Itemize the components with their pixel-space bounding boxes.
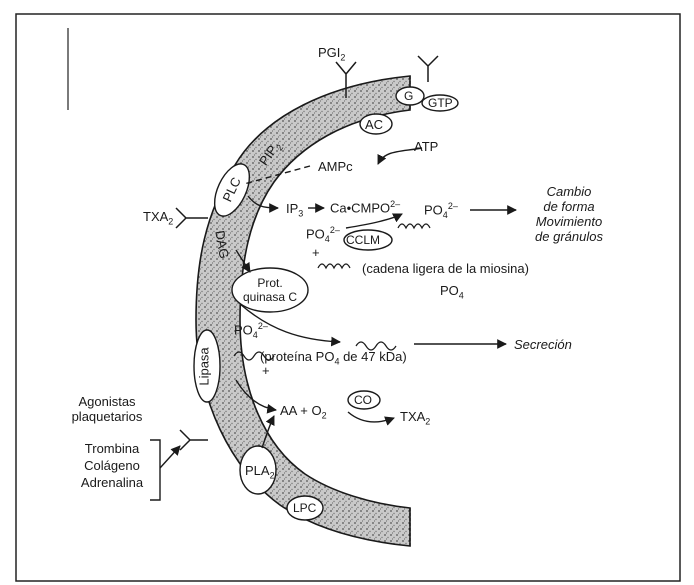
lipasa-label: Lipasa <box>198 347 211 385</box>
txa2-receptor-label: TXA2 <box>143 210 173 227</box>
ip3-label: IP3 <box>286 202 303 219</box>
arrow-agonist-receptor <box>160 446 180 468</box>
protein47-label: (proteína PO4 de 47 kDa) <box>260 350 407 367</box>
g-label: G <box>404 90 413 102</box>
gtp-label: GTP <box>428 97 453 109</box>
ac-label: AC <box>365 118 383 131</box>
agonist-colageno: Colágeno <box>84 458 140 473</box>
secrecion-label: Secreción <box>514 338 572 351</box>
po4-cclm-label: PO42– <box>306 226 340 244</box>
plus-sign-1: + <box>312 246 320 259</box>
txa2-product-label: TXA2 <box>400 410 430 427</box>
coil-myosin-icon <box>318 264 350 268</box>
coil-cam-icon <box>398 224 430 228</box>
agonist-adrenalina: Adrenalina <box>81 475 143 490</box>
pla2-label: PLA2 <box>245 464 275 481</box>
receptor-agonist-icon <box>180 430 208 450</box>
ampc-label: AMPc <box>318 160 353 173</box>
pkc-label: Prot.quinasa C <box>240 276 300 304</box>
plus-sign-2: + <box>262 364 270 377</box>
myosin-label: (cadena ligera de la miosina) <box>362 262 529 275</box>
arrow-cclm-curve <box>346 214 402 228</box>
receptor-top-right-icon <box>418 56 438 82</box>
membrane-band <box>196 76 410 546</box>
aa-o2-label: AA + O2 <box>280 404 327 421</box>
arrow-co-txa2 <box>348 412 394 422</box>
po4-pkc-label: PO42– <box>234 322 268 340</box>
po4-myosin-label: PO4 <box>440 284 464 301</box>
agonist-trombina: Trombina <box>85 441 139 456</box>
pgi2-label: PGI2 <box>318 46 345 63</box>
cclm-label: CCLM <box>346 234 380 246</box>
atp-label: ATP <box>414 140 438 153</box>
lpc-label: LPC <box>293 502 316 514</box>
receptor-txa2-icon <box>176 208 208 228</box>
agonist-list: Trombina Colágeno Adrenalina <box>72 440 152 491</box>
co-label: CO <box>354 394 372 406</box>
po4-top-label: PO42– <box>424 202 458 220</box>
ca-cm-po4-label: Ca•CMPO2– <box>330 200 400 214</box>
